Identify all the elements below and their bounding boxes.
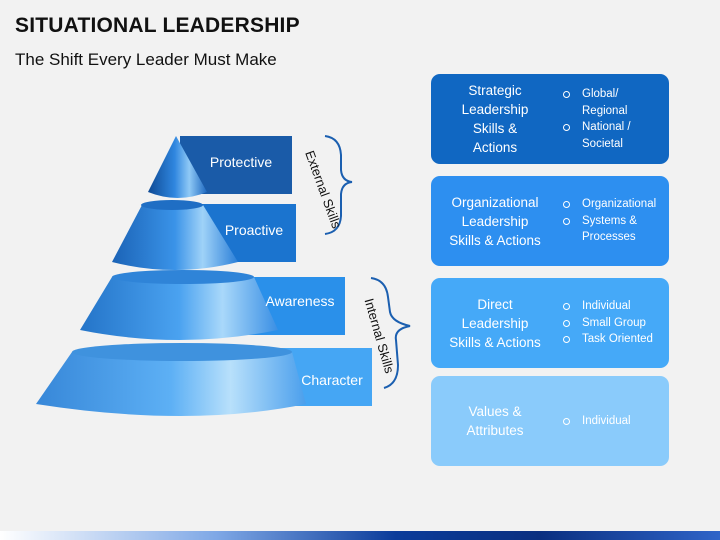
card-title-line: Strategic bbox=[468, 83, 522, 98]
external-skills-label: External Skills bbox=[302, 149, 344, 231]
list-item: Processes bbox=[582, 231, 636, 244]
level-label-proactive: Proactive bbox=[225, 222, 284, 238]
list-item: Societal bbox=[582, 137, 623, 150]
card-title-line: Leadership bbox=[461, 213, 529, 229]
page-title: SITUATIONAL LEADERSHIP bbox=[15, 14, 300, 37]
card-values: Values & Attributes Individual bbox=[431, 376, 669, 466]
card-list: Global/ Regional National / Societal bbox=[559, 86, 631, 152]
card-title-line: Actions bbox=[472, 140, 518, 155]
pyramid-tier-2 bbox=[112, 200, 238, 270]
list-item: Individual bbox=[559, 298, 653, 315]
pyramid-tier-3 bbox=[80, 270, 278, 340]
card-title-line: Skills & Actions bbox=[449, 232, 541, 248]
card-direct: Direct Leadership Skills & Actions Indiv… bbox=[431, 278, 669, 368]
card-strategic: Strategic Leadership Skills & Actions Gl… bbox=[431, 74, 669, 164]
card-title-line: Skills & Actions bbox=[449, 334, 541, 350]
card-organizational: Organizational Leadership Skills & Actio… bbox=[431, 176, 669, 266]
card-title-line: Attributes bbox=[466, 423, 524, 438]
external-skills-brace bbox=[324, 135, 353, 235]
card-list: Individual Small Group Task Oriented bbox=[559, 298, 653, 348]
card-title: Direct Leadership Skills & Actions bbox=[431, 295, 559, 352]
list-item: National / bbox=[559, 119, 631, 136]
pyramid-tier-4 bbox=[36, 343, 306, 416]
card-title: Organizational Leadership Skills & Actio… bbox=[431, 193, 559, 250]
card-title-line: Values & bbox=[468, 404, 522, 419]
bottom-accent-bar bbox=[0, 531, 720, 540]
card-title-line: Direct bbox=[477, 296, 513, 312]
card-list: Organizational Systems & Processes bbox=[559, 196, 656, 246]
level-label-awareness: Awareness bbox=[265, 293, 334, 309]
list-item: Organizational bbox=[559, 196, 656, 213]
card-list: Individual bbox=[559, 413, 631, 430]
list-item: Regional bbox=[582, 104, 628, 117]
level-label-protective: Protective bbox=[210, 154, 272, 170]
list-item: Individual bbox=[559, 413, 631, 430]
list-item: Task Oriented bbox=[559, 331, 653, 348]
list-item: Small Group bbox=[559, 315, 653, 332]
card-title-line: Skills & bbox=[472, 121, 518, 136]
card-title-line: Leadership bbox=[461, 102, 529, 117]
level-label-character: Character bbox=[301, 372, 363, 388]
page-subtitle: The Shift Every Leader Must Make bbox=[15, 50, 277, 69]
list-item: Systems & bbox=[559, 213, 656, 230]
card-title: Strategic Leadership Skills & Actions bbox=[431, 81, 559, 157]
pyramid-tier-1 bbox=[148, 136, 207, 198]
internal-skills-brace bbox=[370, 277, 411, 389]
card-title-line: Organizational bbox=[451, 194, 539, 210]
card-title-line: Leadership bbox=[461, 315, 529, 331]
card-title: Values & Attributes bbox=[431, 402, 559, 440]
list-item: Global/ bbox=[559, 86, 631, 103]
